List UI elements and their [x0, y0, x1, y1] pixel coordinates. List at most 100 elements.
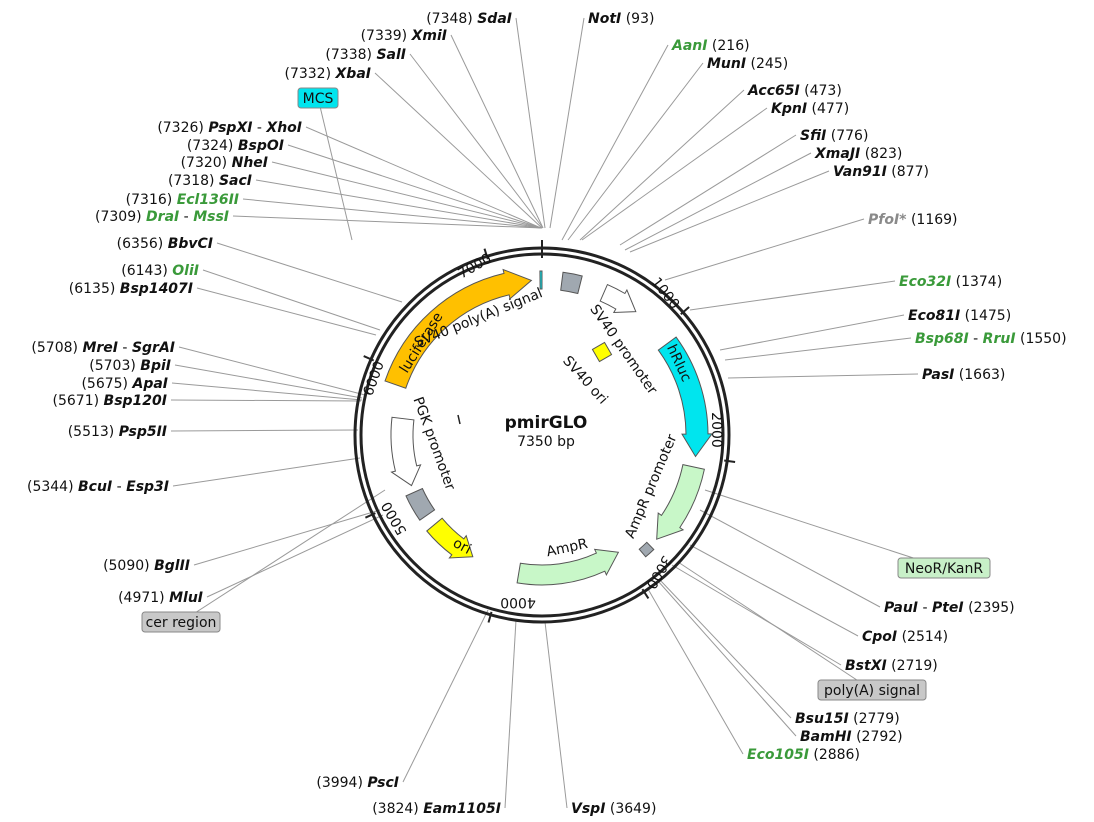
enzyme-sfii-part: Sfi — [800, 128, 822, 144]
enzyme-pspxixhoi-part: (7326) — [157, 120, 208, 136]
enzyme-bspoi-part: BspOI — [238, 138, 284, 154]
leader-line — [402, 609, 489, 783]
enzyme-bamhi-part: BamHI — [800, 729, 852, 745]
enzyme-bglii-part: (5090) — [103, 558, 154, 574]
enzyme-psci-part: PscI — [367, 775, 399, 791]
box-neor-kanr-label: NeoR/KanR — [905, 561, 983, 577]
enzyme-bglii: (5090) BglII — [103, 558, 190, 574]
enzyme-pauiptei: PauI - PteI (2395) — [884, 600, 1015, 616]
enzyme-kpni-part: (477) — [807, 101, 849, 117]
enzyme-eco105i: Eco105I (2886) — [747, 747, 860, 763]
mcs-block — [539, 270, 543, 290]
leader-line — [170, 399, 362, 402]
enzyme-acc65i-part: Acc65 — [747, 83, 795, 99]
feature-label-ori: ori — [450, 535, 474, 558]
tick-mark — [483, 248, 489, 260]
enzyme-xmii-part: Xmi — [411, 28, 442, 44]
leader-line — [193, 509, 381, 566]
leader-line — [178, 346, 366, 396]
enzyme-eam1105i: (3824) Eam1105I — [372, 801, 501, 817]
enzyme-xbai-part: I — [366, 66, 371, 82]
enzyme-xmaji: XmaJI (823) — [814, 146, 902, 162]
enzyme-van91i-part: (877) — [887, 164, 929, 180]
leader-line — [206, 514, 384, 598]
enzyme-pauiptei-part: PteI — [932, 600, 964, 616]
enzyme-psci-part: (3994) — [316, 775, 367, 791]
tick-mark — [724, 459, 736, 463]
leader-line — [657, 580, 797, 737]
enzyme-kpni-part: Kpn — [771, 101, 802, 117]
enzyme-bpii: (5703) BpiI — [89, 358, 171, 374]
enzyme-aani-part: (216) — [707, 38, 749, 54]
enzyme-saci: (7318) SacI — [168, 173, 252, 189]
enzyme-bpii-part: BpiI — [140, 358, 171, 374]
enzyme-mlui-part: (4971) — [118, 590, 169, 606]
enzyme-bbvci-part: (6356) — [117, 236, 168, 252]
enzyme-draimssi: (7309) DraI - MssI — [95, 209, 229, 225]
leader-line — [567, 62, 704, 241]
enzyme-sdai-part: I — [507, 11, 512, 27]
ori-arrow — [426, 517, 474, 559]
sv40-polya-block — [560, 271, 583, 295]
enzyme-bamhi: BamHI (2792) — [800, 729, 903, 745]
leader-line — [172, 457, 361, 487]
enzyme-vspi-part: VspI — [571, 801, 605, 817]
enzyme-pfoi-part: PfoI* — [868, 212, 907, 228]
enzyme-pspxixhoi-part: XhoI — [265, 120, 302, 136]
enzyme-sdai: (7348) SdaI — [426, 11, 512, 27]
enzyme-bsp120i-part: Bsp120I — [104, 393, 167, 409]
enzyme-cpoi-part: CpoI — [862, 629, 897, 645]
leader-line — [699, 509, 881, 608]
box-mcs — [297, 87, 339, 109]
leader-line — [216, 242, 403, 303]
leader-line — [579, 89, 745, 241]
box-mcs-label: MCS — [303, 91, 334, 107]
enzyme-bcuiesp3i-part: - — [112, 479, 126, 495]
box-poly-a-signal-label: poly(A) signal — [824, 683, 920, 699]
enzyme-sfii-part: (776) — [826, 128, 868, 144]
enzyme-sdai-part: Sda — [477, 11, 507, 27]
leader-line — [232, 215, 543, 229]
enzyme-sfii-part: I — [821, 128, 826, 144]
leader-line — [629, 170, 830, 253]
enzyme-kpni: KpnI (477) — [771, 101, 849, 117]
enzyme-bsu15i-part: Bsu15I — [795, 711, 849, 727]
leader-line — [255, 179, 542, 229]
leader-line — [581, 107, 768, 241]
feature-label-sv40-ori: SV40 ori — [559, 353, 610, 408]
enzyme-eco81i-part: Eco81I — [908, 308, 960, 324]
enzyme-pasi-part: PasI — [922, 367, 954, 383]
enzyme-ecl136ii-part: Ecl136II — [177, 192, 239, 208]
enzyme-muni-part: I — [741, 56, 746, 72]
enzyme-muni-part: Mun — [707, 56, 741, 72]
enzyme-aani: AanI (216) — [671, 38, 750, 54]
enzyme-eco81i-part: (1475) — [960, 308, 1011, 324]
leader-line — [671, 564, 842, 666]
pgk-promoter-arrow — [390, 416, 422, 487]
enzyme-pspxixhoi: (7326) PspXI - XhoI — [157, 120, 302, 136]
enzyme-bsp68irrui-part: - — [969, 331, 983, 347]
enzyme-bglii-part: BglII — [154, 558, 190, 574]
leader-line — [619, 134, 797, 246]
enzyme-noti-part: (93) — [621, 11, 654, 27]
enzyme-pauiptei-part: PauI — [884, 600, 918, 616]
tick-label: 2000 — [708, 412, 724, 448]
enzyme-xmaji-part: XmaJI — [814, 146, 860, 162]
plasmid-size: 7350 bp — [517, 434, 575, 450]
leader-line — [504, 619, 517, 809]
enzyme-vspi: VspI (3649) — [571, 801, 656, 817]
enzyme-cpoi-part: (2514) — [897, 629, 948, 645]
enzyme-olii-part: (6143) — [121, 263, 172, 279]
enzyme-pspxixhoi-part: - — [252, 120, 266, 136]
enzyme-apai: (5675) ApaI — [81, 376, 168, 392]
enzyme-pasi: PasI (1663) — [922, 367, 1005, 383]
enzyme-pspxixhoi-part: PspXI — [208, 120, 252, 136]
enzyme-mreisgrai-part: (5708) — [31, 340, 82, 356]
enzyme-draimssi-part: (7309) — [95, 209, 146, 225]
enzyme-acc65i: Acc65I (473) — [747, 83, 842, 99]
enzyme-muni: MunI (245) — [707, 56, 788, 72]
enzyme-mreisgrai-part: - — [118, 340, 132, 356]
enzyme-bcuiesp3i: (5344) BcuI - Esp3I — [27, 479, 169, 495]
enzyme-psp5ii: (5513) Psp5II — [68, 424, 167, 440]
enzyme-acc65i-part: I — [794, 83, 799, 99]
